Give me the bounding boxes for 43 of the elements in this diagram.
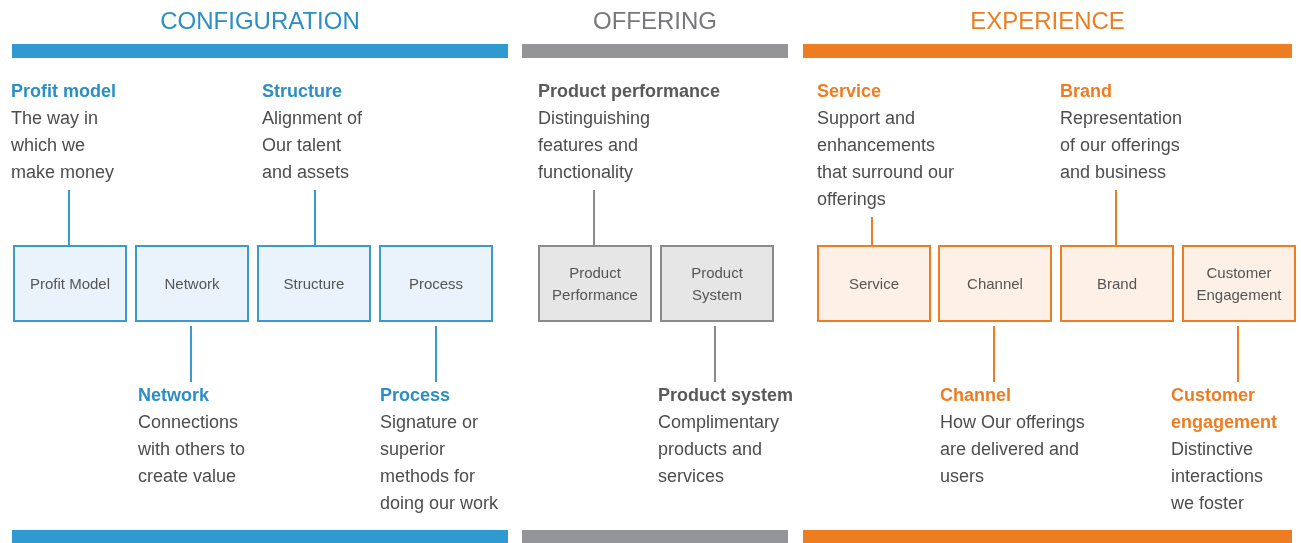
leader-line — [1237, 325, 1239, 383]
description-text: The way in which we make money — [11, 107, 116, 184]
component-box: Brand — [1060, 245, 1174, 322]
description-text: Alignment of Our talent and assets — [262, 107, 364, 184]
description-text: Representation of our offerings and business — [1060, 107, 1184, 184]
leader-line — [871, 216, 873, 246]
component-box: Channel — [938, 245, 1052, 322]
description-heading: Network — [138, 384, 210, 407]
component-box: Network — [135, 245, 249, 322]
leader-line — [190, 325, 192, 383]
leader-line — [1115, 189, 1117, 246]
description-heading: Customer engagement — [1171, 384, 1279, 434]
leader-line — [68, 189, 70, 246]
description-heading: Service — [817, 80, 883, 103]
description-text: Connections with others to create value — [138, 411, 247, 488]
description-text: Distinguishing features and functionality — [538, 107, 652, 184]
description-heading: Brand — [1060, 80, 1113, 103]
description-text: Complimentary products and services — [658, 411, 781, 488]
component-box: Product System — [660, 245, 774, 322]
description-heading: Process — [380, 384, 452, 407]
description-heading: Structure — [262, 80, 343, 103]
leader-line — [593, 189, 595, 246]
leader-line — [435, 325, 437, 383]
description-heading: Channel — [940, 384, 1012, 407]
description-text: Signature or superior methods for doing our work — [380, 411, 500, 515]
description-text: Support and enhancements that surround our offerings — [817, 107, 956, 211]
description-heading: Profit model — [11, 80, 117, 103]
section-heading: OFFERING — [592, 6, 718, 36]
component-box: Process — [379, 245, 493, 322]
section-heading: EXPERIENCE — [969, 6, 1126, 36]
description-text: Distinctive interactions we foster — [1171, 438, 1265, 515]
component-box: Customer Engagement — [1182, 245, 1296, 322]
component-box: Structure — [257, 245, 371, 322]
description-text: How Our offerings are delivered and users — [940, 411, 1085, 488]
component-box: Service — [817, 245, 931, 322]
component-box: Profit Model — [13, 245, 127, 322]
leader-line — [993, 325, 995, 383]
section-heading: CONFIGURATION — [159, 6, 361, 36]
leader-line — [314, 189, 316, 246]
component-box: Product Performance — [538, 245, 652, 322]
description-heading: Product system — [658, 384, 795, 407]
description-heading: Product performance — [538, 80, 722, 103]
leader-line — [714, 325, 716, 383]
